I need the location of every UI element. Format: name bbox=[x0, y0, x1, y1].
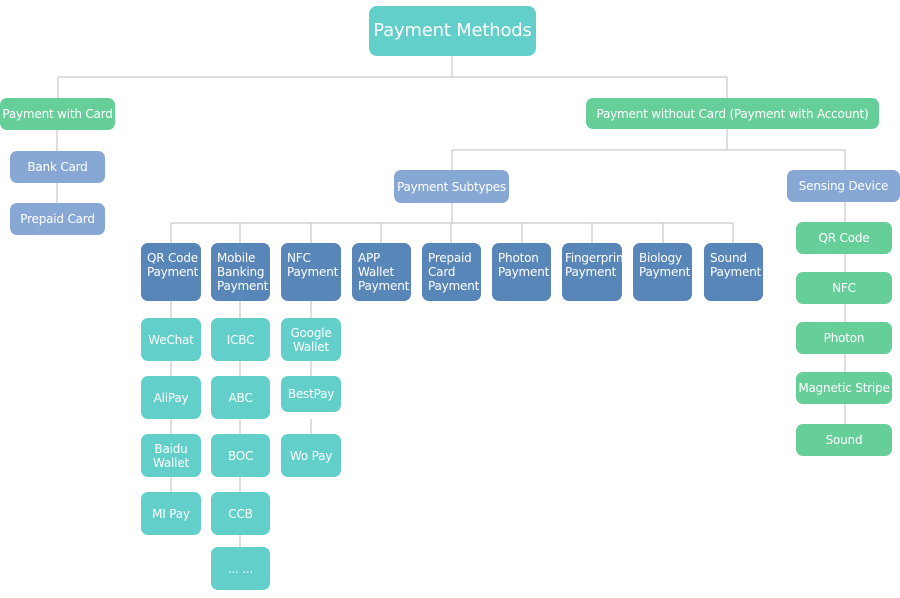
qr-code-payment-label: QR Code Payment bbox=[147, 251, 199, 279]
ccb-node: CCB bbox=[211, 492, 270, 535]
prepaid-card-label: Prepaid Card bbox=[20, 212, 95, 226]
sound-payment-node: Sound Payment bbox=[704, 243, 763, 301]
biology-payment-node: Biology Payment bbox=[633, 243, 692, 301]
sensing-sound-label: Sound bbox=[825, 433, 863, 447]
boc-node: BOC bbox=[211, 434, 270, 477]
ccb-label: CCB bbox=[228, 506, 253, 521]
sensing-nfc-node: NFC bbox=[796, 272, 892, 304]
sensing-qr-code-node: QR Code bbox=[796, 222, 892, 254]
qr-code-payment-node: QR Code Payment bbox=[141, 243, 201, 301]
sensing-photon-node: Photon bbox=[796, 322, 892, 354]
wo-pay-node: Wo Pay bbox=[281, 434, 341, 477]
payment-without-card-label: Payment without Card (Payment with Accou… bbox=[596, 106, 869, 121]
more-banks-label: ... ... bbox=[227, 561, 254, 576]
alipay-label: AliPay bbox=[153, 390, 189, 405]
bank-card-label: Bank Card bbox=[27, 160, 88, 174]
sensing-device-node: Sensing Device bbox=[787, 170, 900, 202]
sound-payment-label: Sound Payment bbox=[710, 251, 762, 279]
mi-pay-node: MI Pay bbox=[141, 492, 201, 535]
nfc-payment-node: NFC Payment bbox=[281, 243, 341, 301]
photon-payment-node: Photon Payment bbox=[492, 243, 551, 301]
photon-payment-label: Photon Payment bbox=[498, 251, 550, 279]
sensing-magnetic-stripe-node: Magnetic Stripe bbox=[796, 372, 892, 404]
prepaid-card-payment-label: Prepaid Card Payment bbox=[428, 251, 480, 293]
mi-pay-label: MI Pay bbox=[152, 506, 190, 521]
icbc-label: ICBC bbox=[226, 332, 255, 347]
bestpay-node: BestPay bbox=[281, 376, 341, 412]
fingerprint-payment-node: Fingerprint Payment bbox=[562, 243, 628, 301]
fingerprint-payment-label: Fingerprint Payment bbox=[565, 251, 628, 279]
app-wallet-payment-node: APP Wallet Payment bbox=[352, 243, 411, 301]
google-wallet-label: Google Wallet bbox=[290, 325, 332, 354]
abc-node: ABC bbox=[211, 376, 270, 419]
payment-without-card-node: Payment without Card (Payment with Accou… bbox=[586, 98, 879, 129]
sensing-photon-label: Photon bbox=[823, 331, 865, 345]
wo-pay-label: Wo Pay bbox=[289, 448, 333, 463]
biology-payment-label: Biology Payment bbox=[639, 251, 691, 279]
boc-label: BOC bbox=[227, 448, 254, 463]
mobile-banking-payment-node: Mobile Banking Payment bbox=[211, 243, 270, 301]
baidu-wallet-label: Baidu Wallet bbox=[153, 441, 190, 470]
nfc-payment-label: NFC Payment bbox=[287, 251, 339, 279]
payment-with-card-label: Payment with Card bbox=[2, 107, 113, 121]
prepaid-card-node: Prepaid Card bbox=[10, 203, 105, 235]
sensing-device-label: Sensing Device bbox=[798, 179, 889, 193]
bank-card-node: Bank Card bbox=[10, 151, 105, 183]
sensing-magnetic-stripe-label: Magnetic Stripe bbox=[798, 381, 890, 395]
prepaid-card-payment-node: Prepaid Card Payment bbox=[422, 243, 481, 301]
icbc-node: ICBC bbox=[211, 318, 270, 361]
payment-subtypes-node: Payment Subtypes bbox=[394, 170, 509, 203]
bestpay-label: BestPay bbox=[287, 387, 335, 401]
alipay-node: AliPay bbox=[141, 376, 201, 419]
abc-label: ABC bbox=[228, 390, 253, 405]
google-wallet-node: Google Wallet bbox=[281, 318, 341, 361]
payment-with-card-node: Payment with Card bbox=[0, 98, 115, 130]
sensing-sound-node: Sound bbox=[796, 424, 892, 456]
app-wallet-payment-label: APP Wallet Payment bbox=[358, 251, 410, 293]
baidu-wallet-node: Baidu Wallet bbox=[141, 434, 201, 477]
root-node: Payment Methods bbox=[369, 6, 536, 56]
payment-subtypes-label: Payment Subtypes bbox=[396, 179, 507, 194]
root-label: Payment Methods bbox=[373, 20, 532, 41]
more-banks-node: ... ... bbox=[211, 547, 270, 590]
mobile-banking-payment-label: Mobile Banking Payment bbox=[217, 251, 269, 293]
wechat-label: WeChat bbox=[148, 332, 194, 347]
sensing-qr-code-label: QR Code bbox=[818, 231, 870, 245]
sensing-nfc-label: NFC bbox=[832, 281, 856, 295]
wechat-node: WeChat bbox=[141, 318, 201, 361]
